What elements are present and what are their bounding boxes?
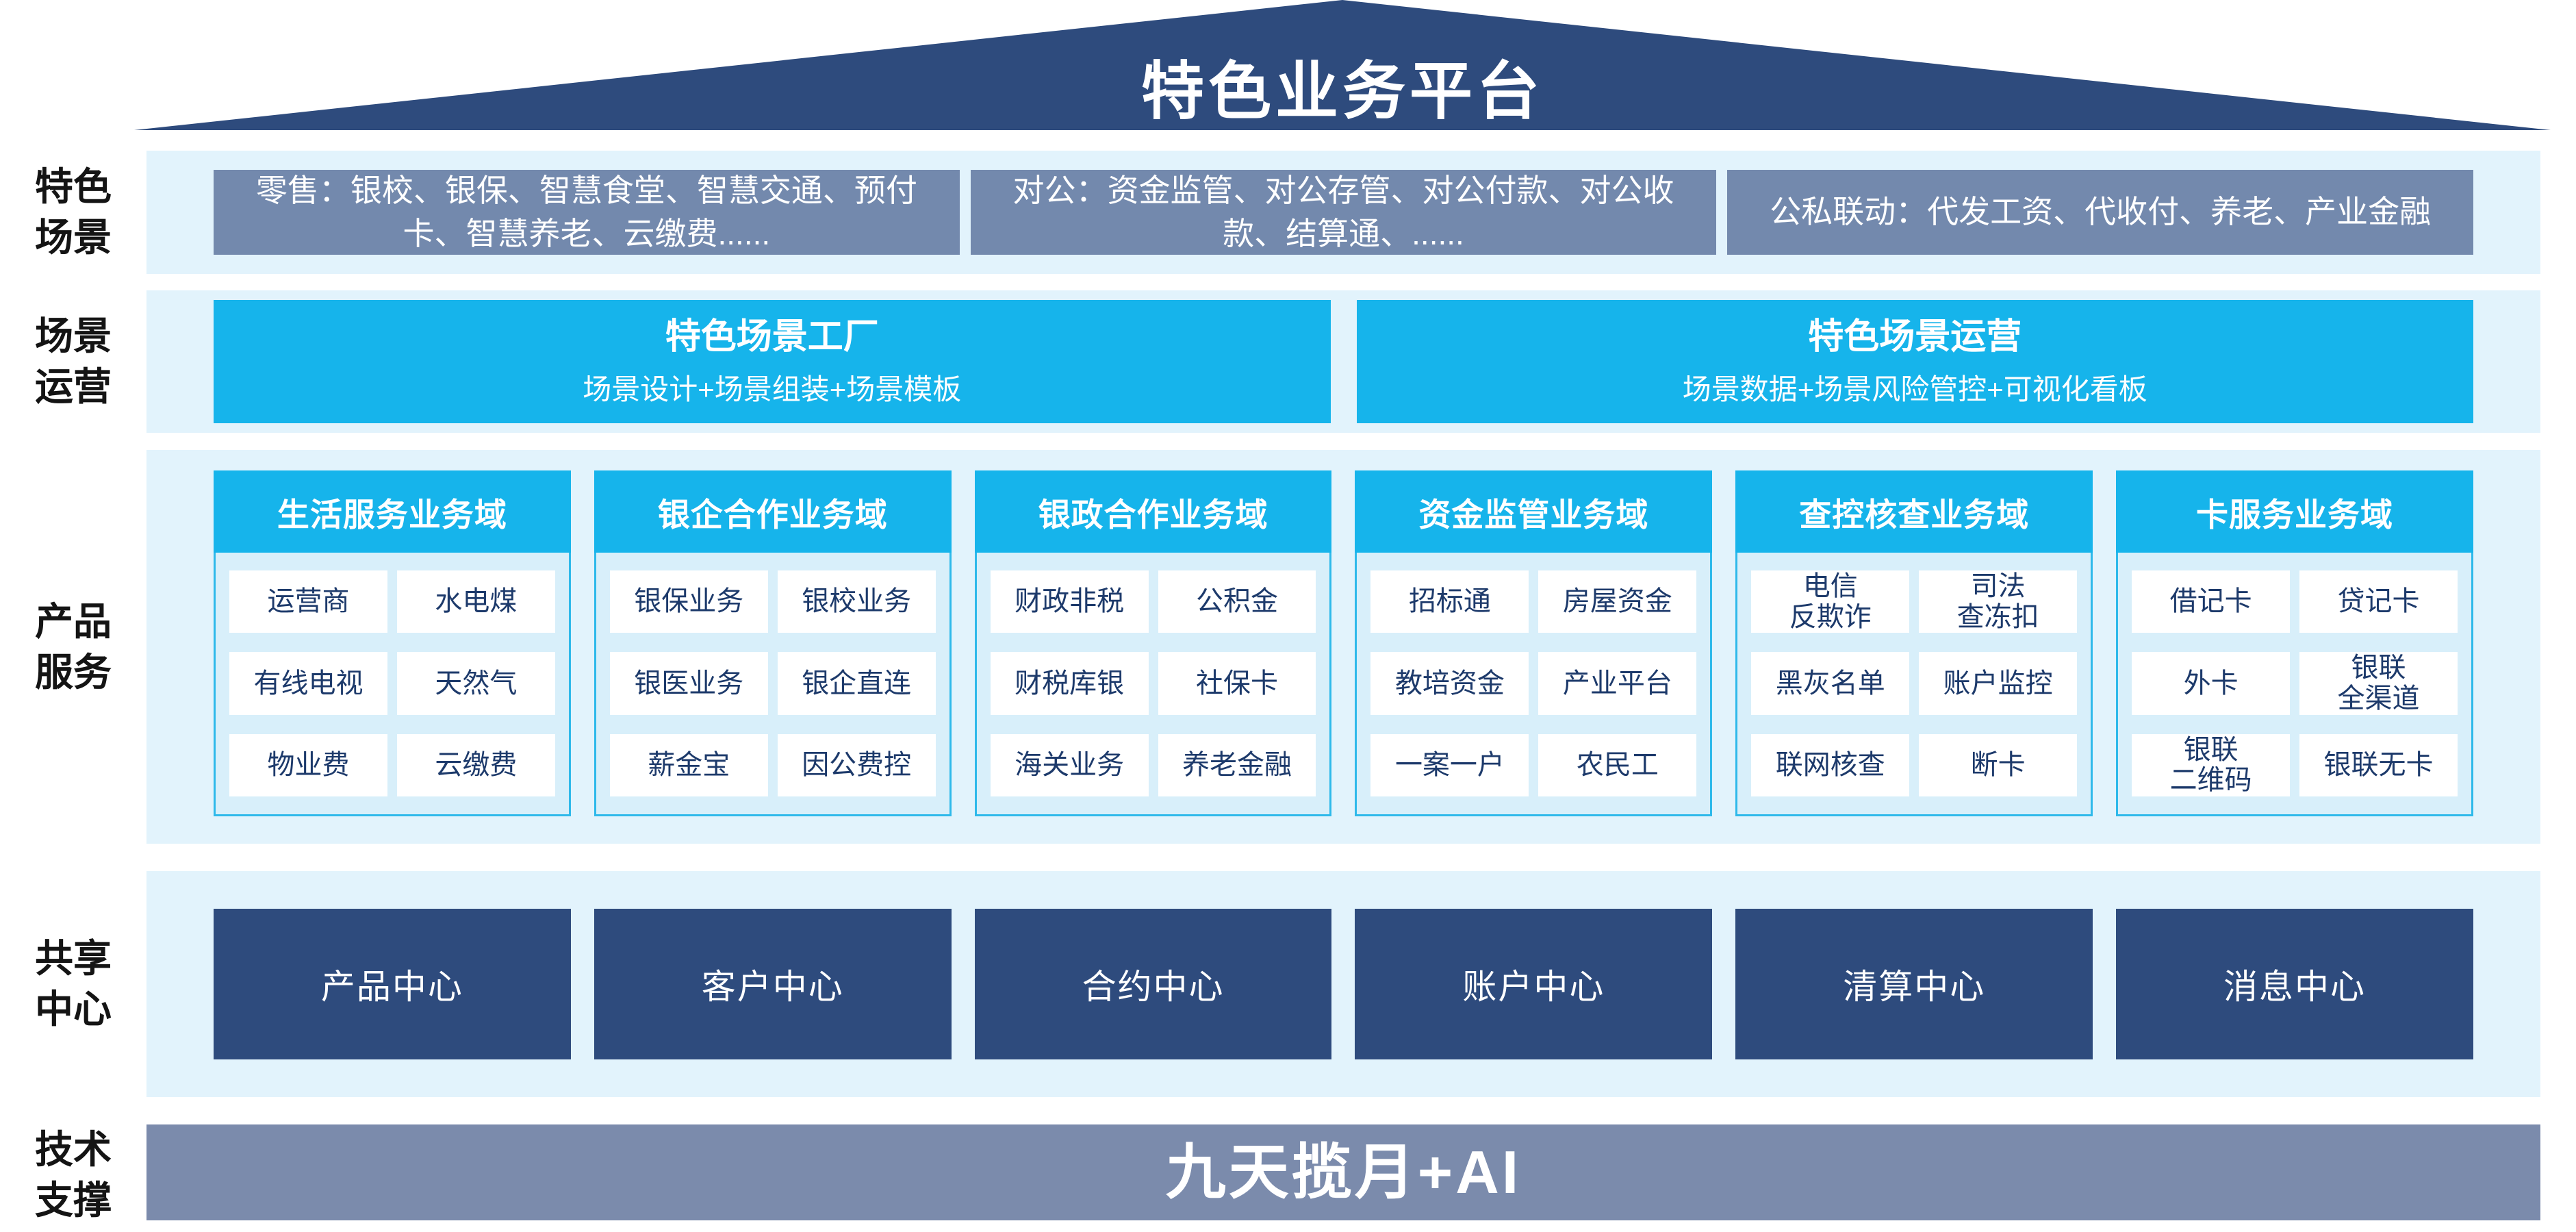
product-cell: 银联 全渠道 (2299, 652, 2458, 715)
product-col-header: 生活服务业务域 (214, 470, 571, 553)
product-cell: 养老金融 (1158, 733, 1316, 796)
roof-row: 特色业务平台 (0, 0, 2576, 130)
operations-boxes: 特色场景工厂 场景设计+场景组装+场景模板 特色场景运营 场景数据+场景风险管控… (214, 300, 2473, 423)
product-cell: 财税库银 (990, 652, 1149, 715)
product-cell: 云缴费 (396, 733, 555, 796)
ops-box-scene-operation: 特色场景运营 场景数据+场景风险管控+可视化看板 (1356, 300, 2473, 423)
product-cell: 黑灰名单 (1751, 652, 1910, 715)
product-cell: 社保卡 (1158, 652, 1316, 715)
side-label-centers: 共享 中心 (35, 937, 112, 1031)
product-col-header: 资金监管业务域 (1355, 470, 1713, 553)
product-cell: 断卡 (1919, 733, 2078, 796)
product-col-body: 借记卡 贷记卡 外卡 银联 全渠道 银联 二维码 银联无卡 (2116, 553, 2473, 816)
product-col-body: 电信 反欺诈 司法 查冻扣 黑灰名单 账户监控 联网核查 断卡 (1735, 553, 2093, 816)
product-cell: 因公费控 (777, 733, 936, 796)
product-cell: 司法 查冻扣 (1919, 570, 2078, 633)
product-col-bank-government: 银政合作业务域 财政非税 公积金 财税库银 社保卡 海关业务 养老金融 (974, 470, 1332, 816)
scene-boxes: 零售：银校、银保、智慧食堂、智慧交通、预付卡、智慧养老、云缴费...... 对公… (214, 170, 2474, 255)
product-cell: 银医业务 (609, 652, 768, 715)
section-products: 产品 服务 生活服务业务域 运营商 水电煤 有线电视 天然气 物业费 云缴费 银 (0, 450, 2576, 844)
centers-band: 产品中心 客户中心 合约中心 账户中心 清算中心 消息中心 (146, 871, 2540, 1097)
product-col-body: 银保业务 银校业务 银医业务 银企直连 薪金宝 因公费控 (594, 553, 952, 816)
product-col-header: 银政合作业务域 (974, 470, 1332, 553)
product-columns: 生活服务业务域 运营商 水电煤 有线电视 天然气 物业费 云缴费 银企合作业务域… (214, 470, 2473, 816)
product-cell: 运营商 (229, 570, 387, 633)
gutter-centers: 共享 中心 (0, 871, 146, 1097)
ops-box-title: 特色场景工厂 (665, 317, 879, 357)
product-col-body: 运营商 水电煤 有线电视 天然气 物业费 云缴费 (214, 553, 571, 816)
product-cell: 天然气 (396, 652, 555, 715)
product-cell: 联网核查 (1751, 733, 1910, 796)
product-col-header: 卡服务业务域 (2116, 470, 2473, 553)
product-cell: 海关业务 (990, 733, 1149, 796)
ops-box-scene-factory: 特色场景工厂 场景设计+场景组装+场景模板 (214, 300, 1331, 423)
product-cell: 公积金 (1158, 570, 1316, 633)
product-col-header: 查控核查业务域 (1735, 470, 2093, 553)
product-col-bank-enterprise: 银企合作业务域 银保业务 银校业务 银医业务 银企直连 薪金宝 因公费控 (594, 470, 952, 816)
scene-box-public-private: 公私联动：代发工资、代收付、养老、产业金融 (1727, 170, 2474, 255)
ops-box-subtitle: 场景设计+场景组装+场景模板 (583, 373, 962, 405)
product-cell: 房屋资金 (1538, 570, 1697, 633)
scene-box-corporate: 对公：资金监管、对公存管、对公付款、对公收款、结算通、...... (970, 170, 1717, 255)
product-cell: 电信 反欺诈 (1751, 570, 1910, 633)
center-box-clearing: 清算中心 (1735, 909, 2093, 1059)
product-cell: 招标通 (1370, 570, 1529, 633)
gutter-operations: 场景 运营 (0, 290, 146, 433)
product-col-inquiry-control: 查控核查业务域 电信 反欺诈 司法 查冻扣 黑灰名单 账户监控 联网核查 断卡 (1735, 470, 2093, 816)
tech-platform-label: 九天揽月+AI (1165, 1138, 1522, 1206)
product-cell: 教培资金 (1370, 652, 1529, 715)
product-cell: 银保业务 (609, 570, 768, 633)
center-box-product: 产品中心 (214, 909, 571, 1059)
ops-box-title: 特色场景运营 (1808, 317, 2022, 357)
center-box-contract: 合约中心 (974, 909, 1332, 1059)
center-box-account: 账户中心 (1355, 909, 1713, 1059)
product-col-fund-supervision: 资金监管业务域 招标通 房屋资金 教培资金 产业平台 一案一户 农民工 (1355, 470, 1713, 816)
side-label-scenes: 特色 场景 (35, 165, 112, 259)
side-label-operations: 场景 运营 (35, 314, 112, 408)
product-cell: 产业平台 (1538, 652, 1697, 715)
product-cell: 贷记卡 (2299, 570, 2458, 633)
product-cell: 银联无卡 (2299, 733, 2458, 796)
product-col-header: 银企合作业务域 (594, 470, 952, 553)
product-cell: 账户监控 (1919, 652, 2078, 715)
center-box-customer: 客户中心 (594, 909, 952, 1059)
section-centers: 共享 中心 产品中心 客户中心 合约中心 账户中心 清算中心 消息中心 (0, 871, 2576, 1097)
product-cell: 农民工 (1538, 733, 1697, 796)
tech-band: 九天揽月+AI (146, 1124, 2540, 1220)
ops-box-subtitle: 场景数据+场景风险管控+可视化看板 (1682, 373, 2147, 405)
section-operations: 场景 运营 特色场景工厂 场景设计+场景组装+场景模板 特色场景运营 场景数据+… (0, 290, 2576, 433)
product-cell: 财政非税 (990, 570, 1149, 633)
side-label-tech: 技术 支撑 (35, 1128, 112, 1222)
products-band: 生活服务业务域 运营商 水电煤 有线电视 天然气 物业费 云缴费 银企合作业务域… (146, 450, 2540, 844)
product-cell: 银校业务 (777, 570, 936, 633)
product-cell: 有线电视 (229, 652, 387, 715)
center-box-message: 消息中心 (2116, 909, 2473, 1059)
section-scenes: 特色 场景 零售：银校、银保、智慧食堂、智慧交通、预付卡、智慧养老、云缴费...… (0, 151, 2576, 274)
scene-box-retail: 零售：银校、银保、智慧食堂、智慧交通、预付卡、智慧养老、云缴费...... (214, 170, 960, 255)
product-cell: 水电煤 (396, 570, 555, 633)
side-label-products: 产品 服务 (35, 599, 112, 694)
product-cell: 物业费 (229, 733, 387, 796)
roof-banner: 特色业务平台 (134, 0, 2551, 130)
page-title: 特色业务平台 (1140, 57, 1544, 127)
product-col-card-services: 卡服务业务域 借记卡 贷记卡 外卡 银联 全渠道 银联 二维码 银联无卡 (2116, 470, 2473, 816)
gutter-scenes: 特色 场景 (0, 151, 146, 274)
section-tech: 技术 支撑 九天揽月+AI (0, 1124, 2576, 1226)
center-boxes: 产品中心 客户中心 合约中心 账户中心 清算中心 消息中心 (214, 909, 2473, 1059)
gutter-tech: 技术 支撑 (0, 1124, 146, 1226)
product-col-life-services: 生活服务业务域 运营商 水电煤 有线电视 天然气 物业费 云缴费 (214, 470, 571, 816)
operations-band: 特色场景工厂 场景设计+场景组装+场景模板 特色场景运营 场景数据+场景风险管控… (146, 290, 2540, 433)
product-cell: 外卡 (2132, 652, 2291, 715)
gutter-products: 产品 服务 (0, 450, 146, 844)
product-col-body: 财政非税 公积金 财税库银 社保卡 海关业务 养老金融 (974, 553, 1332, 816)
product-cell: 银联 二维码 (2132, 733, 2291, 796)
scenes-band: 零售：银校、银保、智慧食堂、智慧交通、预付卡、智慧养老、云缴费...... 对公… (146, 151, 2540, 274)
product-cell: 薪金宝 (609, 733, 768, 796)
product-col-body: 招标通 房屋资金 教培资金 产业平台 一案一户 农民工 (1355, 553, 1713, 816)
product-cell: 一案一户 (1370, 733, 1529, 796)
product-cell: 银企直连 (777, 652, 936, 715)
product-cell: 借记卡 (2132, 570, 2291, 633)
